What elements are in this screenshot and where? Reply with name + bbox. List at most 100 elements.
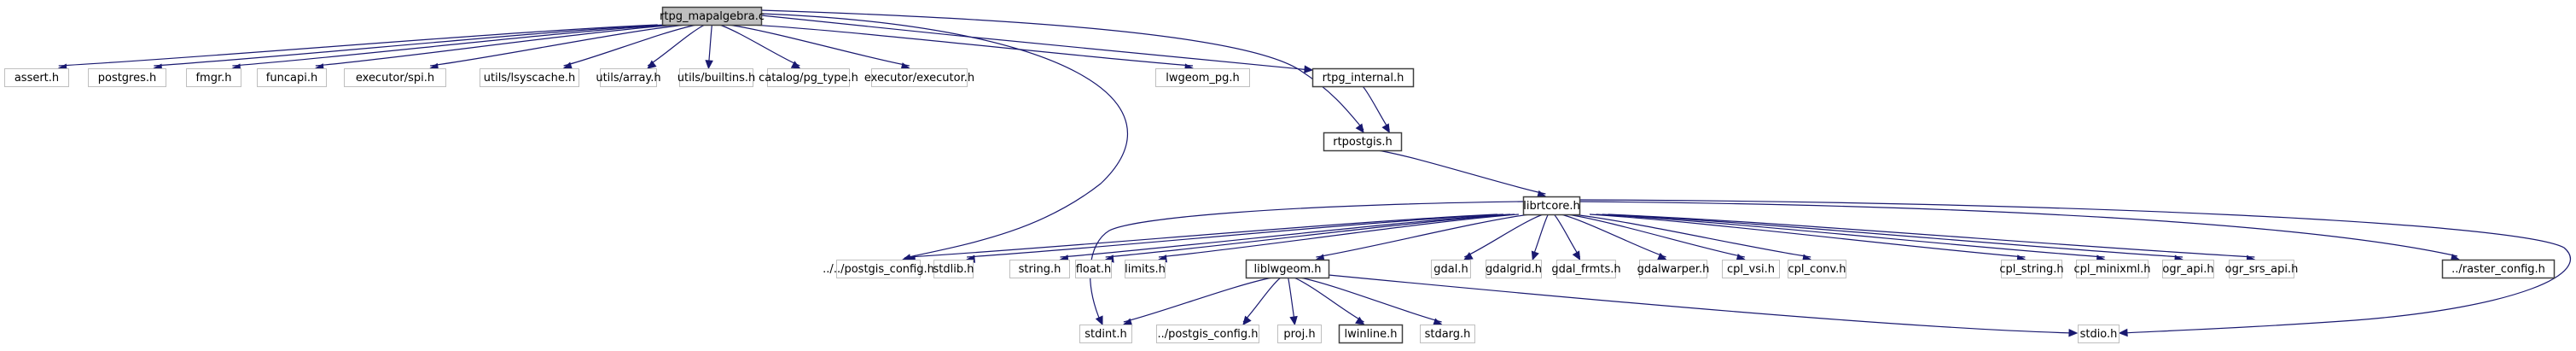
edge-rtpg-mapalgebra-c-to-catalog-pg-type-h	[718, 24, 801, 69]
node-executor-spi-h: executor/spi.h	[344, 68, 446, 87]
node-label: lwinline.h	[1345, 328, 1398, 341]
node-box	[88, 68, 166, 87]
edge-rtpg-mapalgebra-c-to-postgis-config-up2	[760, 13, 1128, 262]
edge-line	[1328, 274, 2074, 334]
edge-line	[1579, 201, 2458, 257]
node-box	[1009, 260, 1070, 278]
node-label: utils/array.h	[596, 72, 660, 85]
edge-liblwgeom-h-to-stdarg-h	[1300, 277, 1443, 326]
edge-line	[750, 24, 1194, 67]
edge-line	[1158, 214, 1519, 258]
node-box	[1075, 260, 1112, 278]
edge-line	[1602, 214, 2183, 258]
node-box	[600, 68, 657, 87]
node-utils-array-h: utils/array.h	[596, 68, 661, 87]
edge-line	[563, 24, 697, 67]
node-rtpostgis-h[interactable]: rtpostgis.h	[1323, 132, 1403, 152]
node-label: fmgr.h	[195, 72, 231, 85]
edge-librtcore-h-to-gdal-frmts-h	[1553, 214, 1581, 261]
node-liblwgeom-h[interactable]: liblwgeom.h	[1245, 259, 1330, 279]
arrowhead-icon	[1242, 315, 1252, 325]
node-box	[1639, 260, 1707, 278]
node-executor-executor-h: executor/executor.h	[864, 68, 974, 87]
node-raster-config-h[interactable]: ../raster_config.h	[2441, 259, 2556, 279]
edge-liblwgeom-h-to-proj-h	[1288, 277, 1298, 326]
edge-librtcore-h-to-stdio-h	[1579, 199, 2571, 337]
node-rtpg-internal-h[interactable]: rtpg_internal.h	[1311, 67, 1415, 88]
edge-line	[1572, 214, 1811, 258]
edge-line	[707, 24, 712, 67]
node-catalog-pg-type-h: catalog/pg_type.h	[759, 68, 858, 87]
node-stdlib-h: stdlib.h	[933, 260, 974, 278]
node-box	[2229, 260, 2294, 278]
node-label: ../../postgis_config.h	[823, 263, 934, 276]
edge-line	[1596, 214, 2105, 258]
edge-line	[907, 214, 1497, 258]
edge-line	[1300, 277, 1442, 323]
node-box	[871, 68, 968, 87]
node-gdal-h: gdal.h	[1431, 260, 1471, 278]
edge-line	[760, 13, 1128, 259]
node-gdalwarper-h: gdalwarper.h	[1637, 260, 1709, 278]
node-label: executor/spi.h	[356, 72, 434, 85]
edge-librtcore-h-to-cpl-string-h	[1589, 214, 2026, 263]
arrowhead-icon	[1304, 65, 1314, 73]
edges-layer	[57, 9, 2571, 337]
edge-librtcore-h-to-gdal-h	[1463, 214, 1544, 260]
node-box	[933, 260, 974, 278]
node-label: postgres.h	[98, 72, 157, 85]
edge-liblwgeom-h-to-stdio-h	[1328, 274, 2079, 337]
node-box	[1156, 325, 1259, 343]
edge-line	[1579, 199, 2571, 334]
edge-liblwgeom-h-to-postgis-config-up1	[1242, 277, 1282, 325]
node-box	[1277, 325, 1322, 343]
edge-rtpg-mapalgebra-c-to-utils-array-h	[647, 24, 706, 69]
node-librtcore-h[interactable]: librtcore.h	[1522, 196, 1581, 216]
arrowhead-icon	[2068, 328, 2079, 337]
edge-line	[760, 9, 1364, 131]
node-label: utils/builtins.h	[677, 72, 756, 85]
node-fmgr-h: fmgr.h	[186, 68, 241, 87]
node-string-h: string.h	[1009, 260, 1070, 278]
node-label: gdal.h	[1433, 263, 1468, 276]
node-box	[1245, 259, 1330, 279]
arrowhead-icon	[1572, 250, 1581, 261]
edge-rtpostgis-h-to-librtcore-h	[1377, 149, 1547, 199]
node-limits-h: limits.h	[1125, 260, 1166, 278]
node-label: stdarg.h	[1425, 328, 1471, 341]
node-box	[344, 68, 446, 87]
node-box	[836, 260, 921, 278]
node-box	[1522, 196, 1581, 216]
node-box	[257, 68, 327, 87]
node-postgres-h: postgres.h	[88, 68, 166, 87]
arrowhead-icon	[1463, 252, 1474, 260]
node-gdalgrid-h: gdalgrid.h	[1486, 260, 1542, 278]
edge-rtpg-mapalgebra-c-to-rtpg-internal-h	[760, 15, 1314, 73]
node-label: cpl_conv.h	[1788, 263, 1846, 276]
node-label: ../raster_config.h	[2451, 263, 2545, 276]
node-label: rtpostgis.h	[1333, 136, 1393, 149]
node-rtpg-mapalgebra-c[interactable]: rtpg_mapalgebra.c	[660, 6, 765, 26]
edge-line	[1377, 149, 1546, 195]
node-box	[186, 68, 241, 87]
edge-rtpg-mapalgebra-c-to-utils-lsyscache-h	[562, 24, 697, 70]
edge-line	[1608, 214, 2255, 258]
node-label: ogr_api.h	[2162, 263, 2213, 276]
node-box	[2001, 260, 2062, 278]
edge-librtcore-h-to-gdalgrid-h	[1531, 214, 1549, 261]
node-label: stdio.h	[2080, 328, 2118, 341]
edge-line	[1060, 214, 1511, 258]
node-gdal-frmts-h: gdal_frmts.h	[1551, 260, 1621, 278]
node-ogr-srs-api-h: ogr_srs_api.h	[2225, 260, 2298, 278]
node-label: proj.h	[1283, 328, 1315, 341]
node-box	[1125, 260, 1166, 278]
node-box	[480, 68, 579, 87]
edge-librtcore-h-to-raster-config-h	[1579, 201, 2461, 262]
node-label: rtpg_mapalgebra.c	[660, 10, 765, 23]
node-box	[1722, 260, 1780, 278]
node-stdarg-h: stdarg.h	[1420, 325, 1475, 343]
node-label: librtcore.h	[1523, 200, 1579, 213]
edge-line	[1532, 214, 1549, 258]
node-lwinline-h[interactable]: lwinline.h	[1338, 324, 1404, 344]
